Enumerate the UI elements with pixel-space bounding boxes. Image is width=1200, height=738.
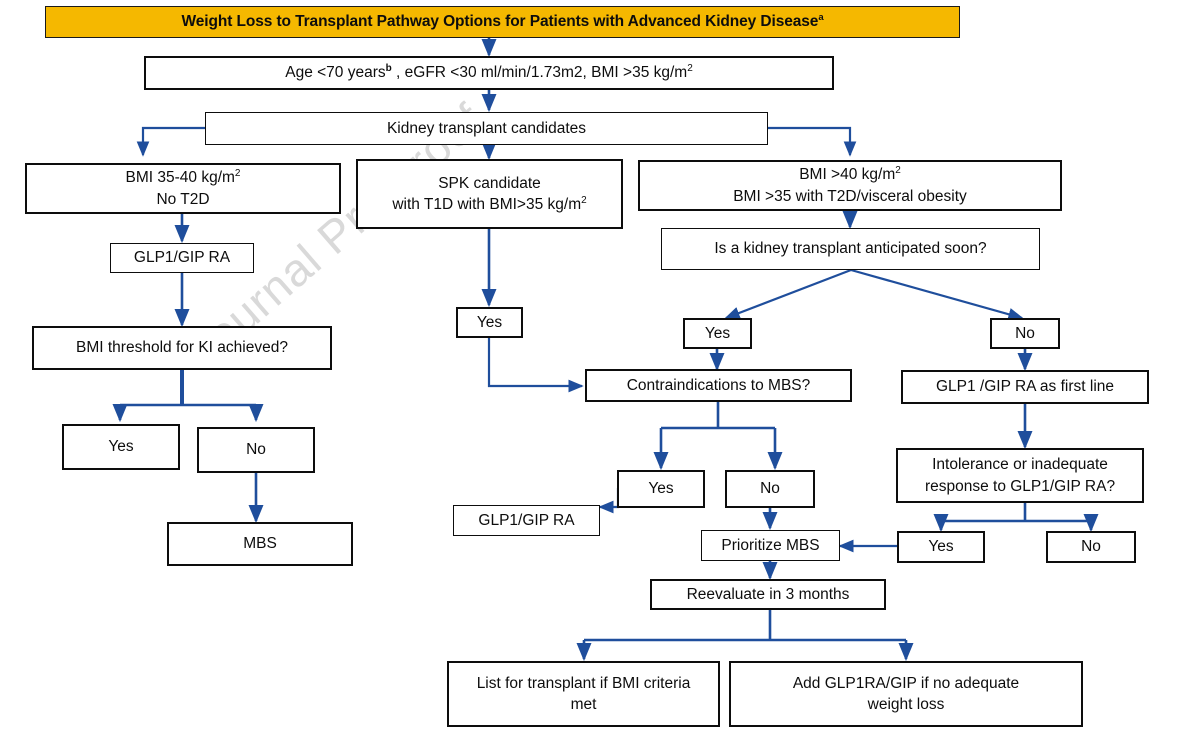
node-list-transplant-line1: List for transplant if BMI criteria — [476, 674, 691, 692]
node-spk-line1: SPK candidate — [438, 174, 541, 192]
node-list-for-transplant[interactable]: List for transplant if BMI criteria met — [447, 661, 720, 727]
node-bmi-threshold-label: BMI threshold for KI achieved? — [76, 339, 288, 357]
node-contra-yes[interactable]: Yes — [617, 470, 705, 508]
node-bmi-over-40[interactable]: BMI >40 kg/m2 BMI >35 with T2D/visceral … — [638, 160, 1062, 211]
node-intolerance-yes[interactable]: Yes — [897, 531, 985, 563]
node-bmi-over-40-line2: BMI >35 with T2D/visceral obesity — [733, 187, 967, 205]
chart-title-banner: Weight Loss to Transplant Pathway Option… — [45, 6, 960, 38]
node-reevaluate-label: Reevaluate in 3 months — [686, 585, 850, 603]
node-mbs-label: MBS — [243, 535, 277, 553]
node-kidney-transplant-candidates[interactable]: Kidney transplant candidates — [205, 112, 768, 145]
chart-title-text: Weight Loss to Transplant Pathway Option… — [182, 12, 824, 31]
node-spk-yes-label: Yes — [476, 313, 503, 331]
node-add-glp1ra-gip[interactable]: Add GLP1RA/GIP if no adequate weight los… — [729, 661, 1083, 727]
node-criteria-label: Age <70 yearsb , eGFR <30 ml/min/1.73m2,… — [285, 63, 693, 82]
node-mbs[interactable]: MBS — [167, 522, 353, 566]
node-anticipated-yes-label: Yes — [704, 324, 731, 342]
node-bmi-35-40-line1: BMI 35-40 kg/m2 — [125, 168, 241, 187]
node-intolerance-response[interactable]: Intolerance or inadequate response to GL… — [896, 448, 1144, 503]
node-glp1-first-line-label: GLP1 /GIP RA as first line — [935, 378, 1115, 396]
node-spk-line2: with T1D with BMI>35 kg/m2 — [392, 194, 587, 214]
node-threshold-no[interactable]: No — [197, 427, 315, 473]
node-bmi-threshold-ki[interactable]: BMI threshold for KI achieved? — [32, 326, 332, 370]
node-contraindications-mbs[interactable]: Contraindications to MBS? — [585, 369, 852, 402]
node-glp1-mid-label: GLP1/GIP RA — [478, 511, 575, 529]
node-intolerance-line2: response to GLP1/GIP RA? — [924, 477, 1116, 495]
node-bmi-35-40-line2: No T2D — [156, 190, 210, 208]
node-add-glp-line2: weight loss — [867, 696, 945, 713]
chart-title-main: Weight Loss to Transplant Pathway Option… — [181, 13, 819, 31]
node-anticipated-label: Is a kidney transplant anticipated soon? — [714, 240, 987, 258]
node-spk-candidate[interactable]: SPK candidate with T1D with BMI>35 kg/m2 — [356, 159, 623, 229]
node-intolerance-line1: Intolerance or inadequate — [932, 456, 1108, 474]
node-candidates-label: Kidney transplant candidates — [386, 119, 587, 137]
node-reevaluate-3-months[interactable]: Reevaluate in 3 months — [650, 579, 886, 610]
node-contra-no-label: No — [760, 480, 780, 498]
node-transplant-anticipated[interactable]: Is a kidney transplant anticipated soon? — [661, 228, 1040, 270]
node-contraindications-label: Contraindications to MBS? — [626, 376, 811, 394]
node-add-glp-line1: Add GLP1RA/GIP if no adequate — [792, 674, 1020, 692]
node-glp1-first-line[interactable]: GLP1 /GIP RA as first line — [901, 370, 1149, 404]
node-threshold-yes-label: Yes — [108, 438, 134, 456]
node-glp1-gip-ra-mid[interactable]: GLP1/GIP RA — [453, 505, 600, 536]
node-spk-yes[interactable]: Yes — [456, 307, 523, 338]
node-contra-no[interactable]: No — [725, 470, 815, 508]
node-list-transplant-line2: met — [570, 696, 597, 713]
node-bmi-over-40-line1: BMI >40 kg/m2 — [799, 165, 901, 184]
node-contra-yes-label: Yes — [648, 480, 674, 498]
node-glp1-gip-ra-left[interactable]: GLP1/GIP RA — [110, 243, 254, 273]
node-prioritize-mbs[interactable]: Prioritize MBS — [701, 530, 840, 561]
node-intolerance-no-label: No — [1081, 538, 1101, 556]
node-threshold-yes[interactable]: Yes — [62, 424, 180, 470]
chart-title-superscript: a — [818, 12, 824, 24]
node-bmi-35-40[interactable]: BMI 35-40 kg/m2 No T2D — [25, 163, 341, 214]
node-prioritize-mbs-label: Prioritize MBS — [721, 536, 820, 554]
node-anticipated-no-label: No — [1015, 324, 1035, 342]
node-anticipated-no[interactable]: No — [990, 318, 1060, 349]
node-criteria[interactable]: Age <70 yearsb , eGFR <30 ml/min/1.73m2,… — [144, 56, 834, 90]
node-glp1-left-label: GLP1/GIP RA — [133, 249, 231, 267]
node-anticipated-yes[interactable]: Yes — [683, 318, 752, 349]
node-intolerance-yes-label: Yes — [928, 538, 954, 556]
node-intolerance-no[interactable]: No — [1046, 531, 1136, 563]
node-threshold-no-label: No — [246, 441, 266, 459]
